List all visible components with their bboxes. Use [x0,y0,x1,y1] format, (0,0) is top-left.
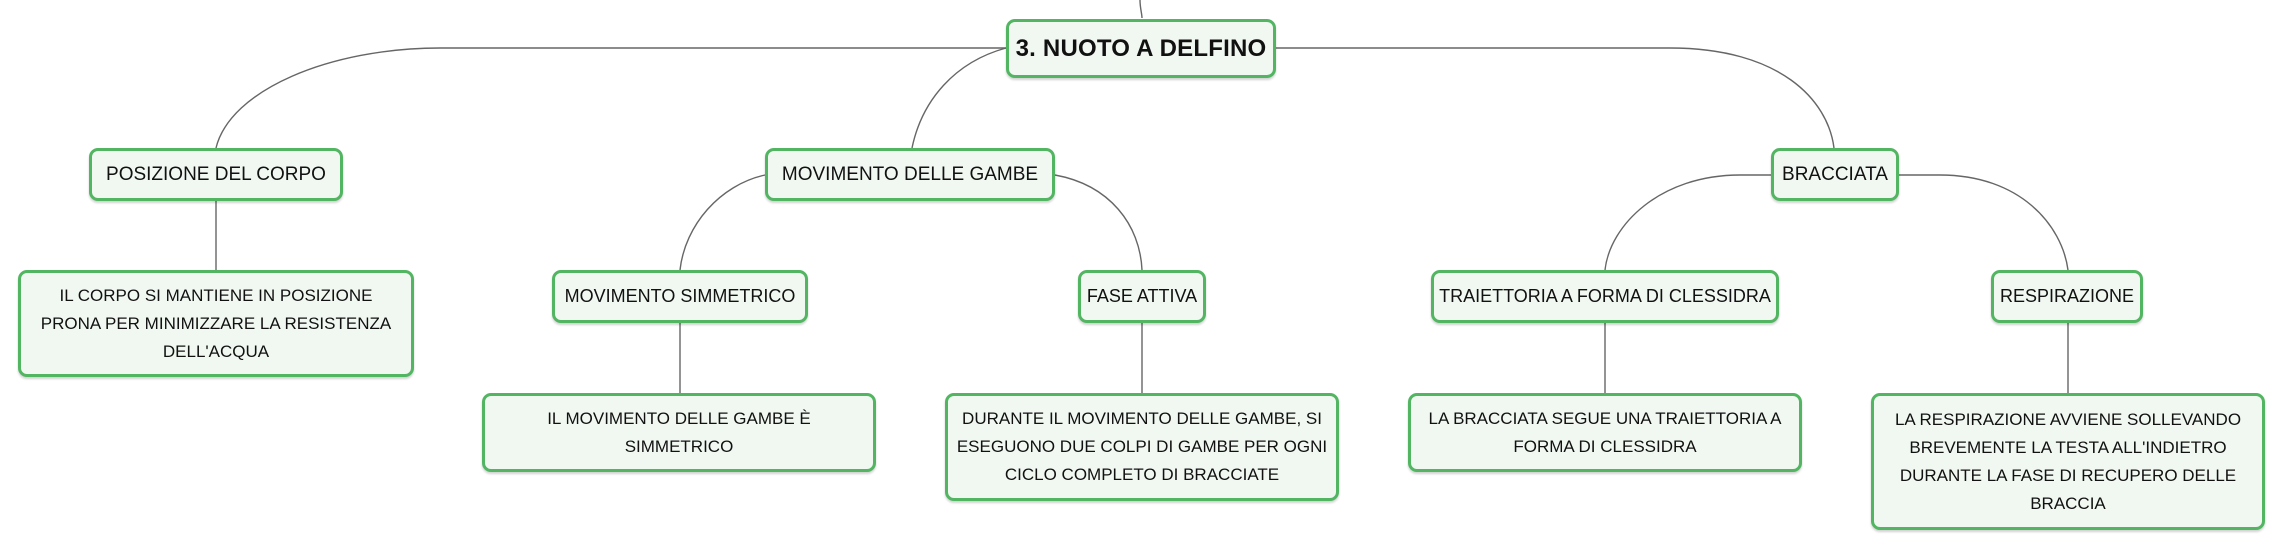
topic-node-bracciata[interactable]: BRACCIATA [1771,148,1899,201]
connector-gambe-to-fase-attiva [1054,174,1143,271]
description-node-movimento-simmetrico[interactable]: IL MOVIMENTO DELLE GAMBE È SIMMETRICO [482,393,876,472]
connector-parent-to-root [1139,0,1143,19]
subtopic-label: FASE ATTIVA [1086,286,1198,306]
connector-bracciata-to-respirazione [1899,174,2069,271]
topic-node-movimento-delle-gambe[interactable]: MOVIMENTO DELLE GAMBE [765,148,1055,201]
connector-gambe-to-simmetrico [679,174,766,271]
subtopic-node-fase-attiva[interactable]: FASE ATTIVA [1078,270,1206,323]
subtopic-label: TRAIETTORIA A FORMA DI CLESSIDRA [1439,286,1771,306]
topic-label: POSIZIONE DEL CORPO [106,163,326,185]
description-text: IL CORPO SI MANTIENE IN POSIZIONE PRONA … [40,285,392,361]
description-node-respirazione[interactable]: LA RESPIRAZIONE AVVIENE SOLLEVANDO BREVE… [1871,393,2265,530]
description-text: LA BRACCIATA SEGUE UNA TRAIETTORIA A FOR… [1428,408,1782,456]
subtopic-node-movimento-simmetrico[interactable]: MOVIMENTO SIMMETRICO [552,270,808,323]
connector-root-to-bracciata [1276,47,1835,149]
description-text: DURANTE IL MOVIMENTO DELLE GAMBE, SI ESE… [956,409,1328,484]
subtopic-label: MOVIMENTO SIMMETRICO [564,286,796,306]
description-node-traiettoria[interactable]: LA BRACCIATA SEGUE UNA TRAIETTORIA A FOR… [1408,393,1802,472]
description-text: LA RESPIRAZIONE AVVIENE SOLLEVANDO BREVE… [1894,409,2242,513]
subtopic-node-traiettoria[interactable]: TRAIETTORIA A FORMA DI CLESSIDRA [1431,270,1779,323]
description-node-fase-attiva[interactable]: DURANTE IL MOVIMENTO DELLE GAMBE, SI ESE… [945,393,1339,501]
connector-root-to-posizione [215,47,1006,149]
description-node-posizione[interactable]: IL CORPO SI MANTIENE IN POSIZIONE PRONA … [18,270,414,377]
topic-node-posizione-del-corpo[interactable]: POSIZIONE DEL CORPO [89,148,343,201]
topic-label: BRACCIATA [1782,163,1888,185]
connector-root-to-movimento-gambe [911,47,1007,149]
root-topic-node[interactable]: 3. NUOTO A DELFINO [1006,19,1276,78]
subtopic-node-respirazione[interactable]: RESPIRAZIONE [1991,270,2143,323]
description-text: IL MOVIMENTO DELLE GAMBE È SIMMETRICO [547,408,811,456]
root-topic-label: 3. NUOTO A DELFINO [1015,34,1267,62]
topic-label: MOVIMENTO DELLE GAMBE [781,163,1039,185]
connector-bracciata-to-traiettoria [1604,174,1771,271]
subtopic-label: RESPIRAZIONE [1999,286,2135,306]
